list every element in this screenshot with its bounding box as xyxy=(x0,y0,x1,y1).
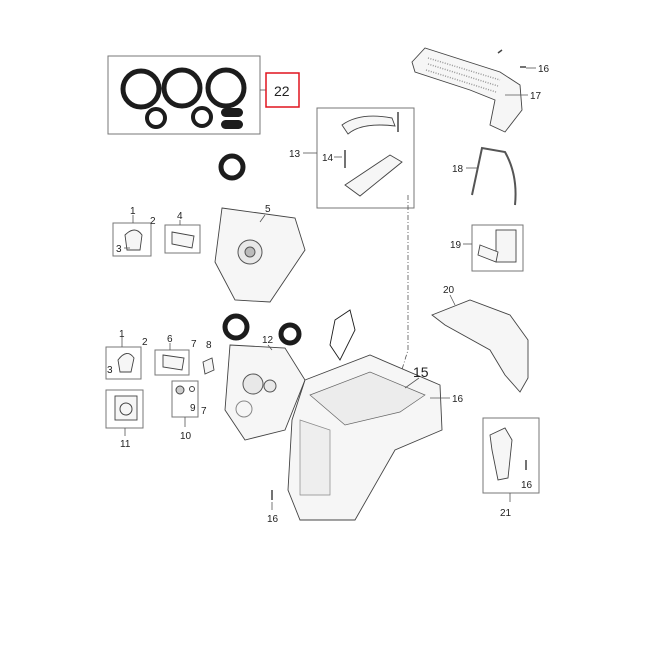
callout-9: 9 xyxy=(190,403,196,414)
part-21-latch-box[interactable] xyxy=(482,417,540,502)
callout-15: 15 xyxy=(413,364,429,380)
callout-14: 14 xyxy=(322,153,334,164)
callout-16: 16 xyxy=(452,394,464,405)
callout-3: 3 xyxy=(116,244,122,255)
callout-20: 20 xyxy=(443,285,455,296)
callout-16: 16 xyxy=(521,480,533,491)
callout-11: 11 xyxy=(120,439,131,450)
part-5-control-panel[interactable] xyxy=(214,153,306,303)
callout-22: 22 xyxy=(274,83,290,99)
part-15-main-housing[interactable] xyxy=(271,309,450,521)
part-6-switch-lower[interactable] xyxy=(154,343,190,376)
callout-3: 3 xyxy=(107,365,113,376)
callout-16: 16 xyxy=(267,514,279,525)
part-4-switch-upper[interactable] xyxy=(164,220,201,254)
callout-12: 12 xyxy=(262,335,274,346)
callout-19: 19 xyxy=(450,240,462,251)
callout-2: 2 xyxy=(142,337,148,348)
part-22-callout-highlight[interactable]: 22 xyxy=(265,72,300,108)
callout-2: 2 xyxy=(150,216,156,227)
callout-5: 5 xyxy=(265,204,271,215)
part-12-control-panel[interactable] xyxy=(222,313,306,441)
part-10-lamp-box[interactable] xyxy=(171,380,199,427)
callout-6: 6 xyxy=(167,334,173,345)
part-8-clip[interactable] xyxy=(202,357,215,375)
part-13-handle-assembly[interactable] xyxy=(303,107,415,209)
callout-1: 1 xyxy=(130,206,136,217)
callout-8: 8 xyxy=(206,340,212,351)
part-1-knob-upper[interactable] xyxy=(112,215,152,257)
part-11-socket[interactable] xyxy=(105,389,144,436)
part-19-switch-box[interactable] xyxy=(463,224,524,272)
part-20-side-cover[interactable] xyxy=(431,294,529,393)
part-1-knob-lower[interactable] xyxy=(105,337,142,380)
part-18-wire-bracket[interactable] xyxy=(466,146,517,206)
callout-7: 7 xyxy=(191,339,197,350)
callout-7: 7 xyxy=(201,406,207,417)
callout-10: 10 xyxy=(180,431,192,442)
callout-13: 13 xyxy=(289,149,301,160)
callout-17: 17 xyxy=(530,91,542,102)
part-17-handle-cover[interactable] xyxy=(411,47,536,133)
callout-1: 1 xyxy=(119,329,125,340)
callout-21: 21 xyxy=(500,508,512,519)
callout-18: 18 xyxy=(452,164,464,175)
callout-4: 4 xyxy=(177,211,183,222)
part-22-seal-kit[interactable] xyxy=(107,55,266,135)
callout-16: 16 xyxy=(538,64,550,75)
